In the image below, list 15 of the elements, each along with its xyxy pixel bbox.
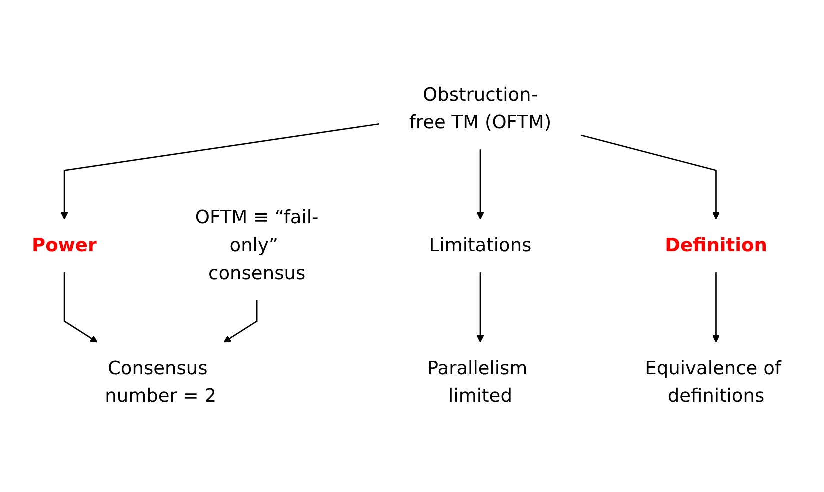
- node-text: Parallelism limited: [427, 358, 528, 408]
- node-text: Consensus number = 2: [105, 358, 216, 408]
- arrow: [476, 150, 484, 220]
- node-text: Limitations: [429, 235, 532, 257]
- arrow: [60, 123, 380, 220]
- node-text: Definition: [665, 235, 768, 257]
- node-text: Equivalence of definitions: [645, 358, 782, 408]
- arrow: [581, 134, 720, 220]
- node-text: Power: [32, 235, 98, 257]
- arrow: [712, 272, 720, 343]
- arrow: [476, 272, 484, 343]
- arrow: [64, 272, 98, 343]
- node-text: Obstruction-free TM (OFTM): [409, 84, 552, 134]
- node-text: OFTM ≡ “fail-only” consensus: [195, 208, 319, 284]
- arrow: [224, 300, 258, 343]
